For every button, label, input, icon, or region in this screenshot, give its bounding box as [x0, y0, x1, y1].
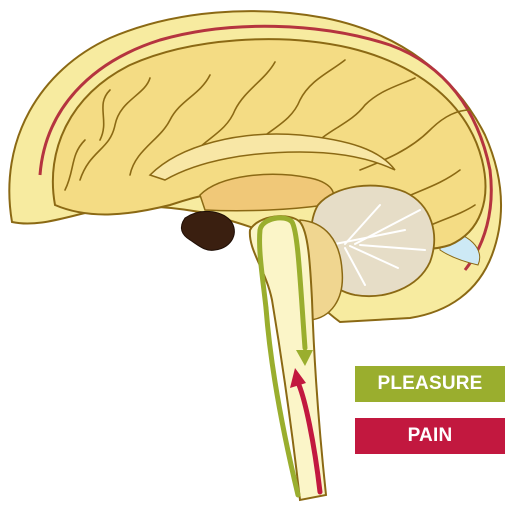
- pain-legend-badge: PAIN: [355, 418, 505, 454]
- pleasure-label: PLEASURE: [377, 373, 482, 395]
- pleasure-legend-badge: PLEASURE: [355, 366, 505, 402]
- pain-label: PAIN: [408, 425, 453, 447]
- ventricle: [181, 211, 234, 250]
